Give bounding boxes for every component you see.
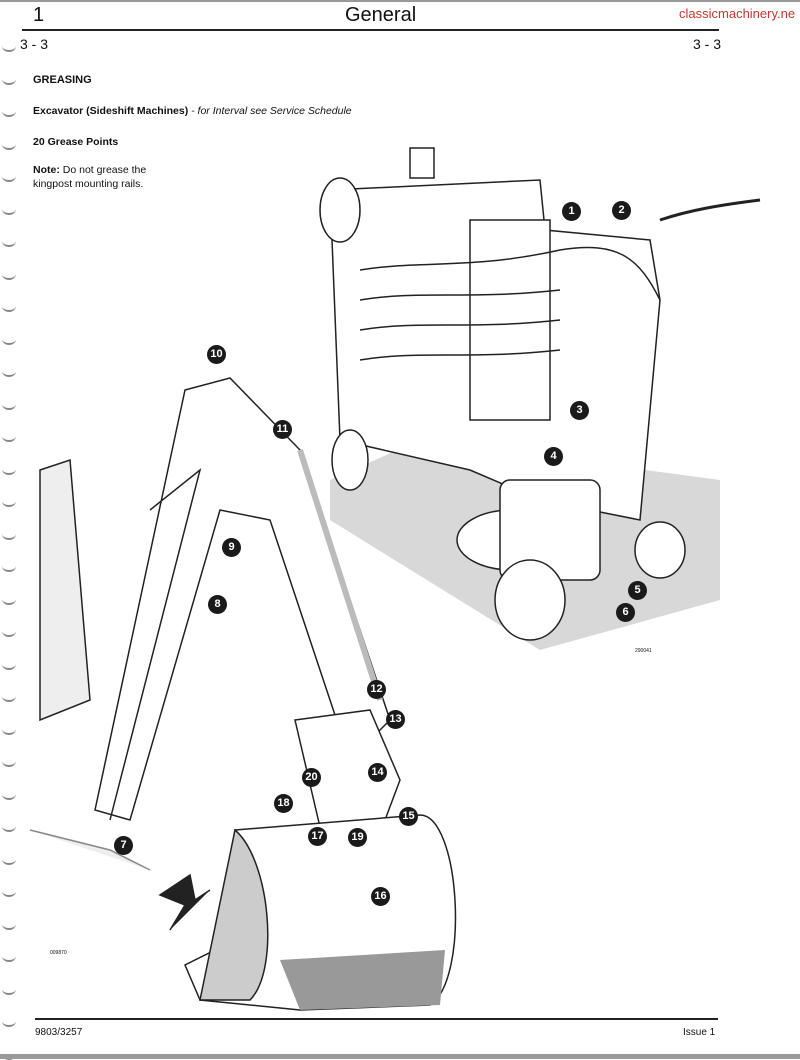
grease-point-callout: 4: [544, 447, 563, 466]
binder-ring: [2, 73, 16, 85]
grease-point-callout: 19: [348, 828, 367, 847]
binder-ring: [2, 528, 16, 540]
binder-ring: [2, 138, 16, 150]
footer-rule: [35, 1018, 718, 1020]
grease-point-callout: 17: [308, 827, 327, 846]
subheading: Excavator (Sideshift Machines) - for Int…: [33, 105, 352, 117]
grease-point-callout: 12: [367, 680, 386, 699]
binder-ring: [2, 398, 16, 410]
section-heading: GREASING: [33, 74, 92, 86]
bottom-edge: [0, 1054, 800, 1059]
figure-ref-top: 290041: [635, 648, 652, 654]
grease-point-callout: 7: [114, 836, 133, 855]
binder-ring: [2, 235, 16, 247]
grease-point-callout: 3: [570, 401, 589, 420]
binder-ring: [2, 950, 16, 962]
subheading-bold: Excavator (Sideshift Machines): [33, 105, 189, 117]
binder-ring: [2, 495, 16, 507]
binder-ring: [2, 983, 16, 995]
grease-point-callout: 10: [207, 345, 226, 364]
subheading-italic: - for Interval see Service Schedule: [188, 105, 352, 117]
binder-ring: [2, 658, 16, 670]
grease-points-count: 20 Grease Points: [33, 136, 119, 148]
binder-ring: [2, 268, 16, 280]
note-label: Note:: [33, 164, 60, 176]
page-number-left: 3 - 3: [20, 36, 49, 52]
note-text-2: kingpost mounting rails.: [33, 178, 144, 190]
watermark-link[interactable]: classicmachinery.ne: [679, 6, 796, 21]
grease-point-callout: 13: [386, 710, 405, 729]
grease-point-callout: 1: [562, 202, 581, 221]
grease-point-callout: 15: [399, 807, 418, 826]
grease-point-callout: 14: [368, 763, 387, 782]
binder-ring: [2, 1015, 16, 1027]
binder-ring: [2, 365, 16, 377]
grease-point-callout: 16: [371, 887, 390, 906]
binder-ring: [2, 203, 16, 215]
binder-ring: [2, 333, 16, 345]
binder-ring: [2, 300, 16, 312]
page-title: General: [345, 4, 417, 26]
grease-point-callout: 11: [273, 420, 292, 439]
document-number: 9803/3257: [35, 1027, 83, 1038]
binder-ring: [2, 105, 16, 117]
chapter-number: 1: [33, 4, 45, 26]
binder-ring: [2, 560, 16, 572]
binder-ring: [2, 40, 16, 52]
figure-ref-bottom: 009870: [50, 950, 67, 956]
grease-point-callout: 2: [612, 201, 631, 220]
page-number-right: 3 - 3: [693, 36, 722, 52]
grease-point-callout: 18: [274, 794, 293, 813]
grease-point-callout: 6: [616, 603, 635, 622]
top-edge: [0, 0, 800, 2]
binder-ring: [2, 430, 16, 442]
binder-ring: [2, 170, 16, 182]
grease-point-callout: 20: [302, 768, 321, 787]
binder-ring: [2, 463, 16, 475]
binder-ring: [2, 918, 16, 930]
binder-ring: [2, 885, 16, 897]
binder-ring: [2, 755, 16, 767]
binder-ring: [2, 625, 16, 637]
binder-ring: [2, 853, 16, 865]
binder-ring: [2, 820, 16, 832]
binder-ring: [2, 723, 16, 735]
binder-ring: [2, 690, 16, 702]
header-rule: [22, 29, 719, 31]
note-text: Do not grease the: [59, 164, 147, 176]
binder-ring: [2, 788, 16, 800]
binder-ring: [2, 593, 16, 605]
grease-point-callout: 9: [222, 538, 241, 557]
issue-number: Issue 1: [683, 1027, 716, 1038]
grease-point-callout: 5: [628, 581, 647, 600]
grease-point-callout: 8: [208, 595, 227, 614]
note: Note: Do not grease the kingpost mountin…: [33, 163, 146, 191]
